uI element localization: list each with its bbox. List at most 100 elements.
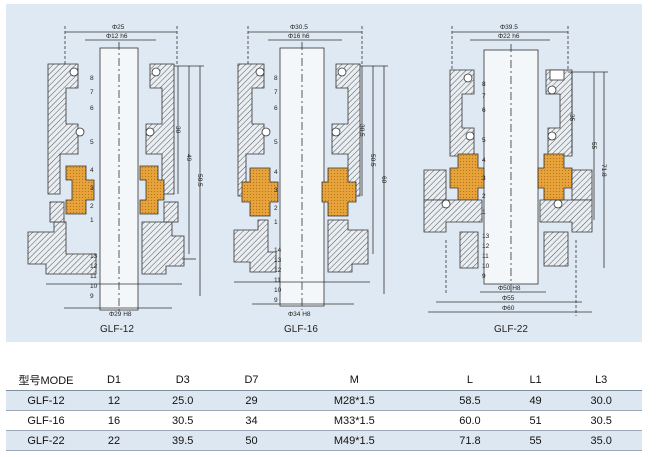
part-number: 4 bbox=[90, 167, 94, 174]
table-cell: 60.0 bbox=[429, 410, 511, 431]
table-cell: 51 bbox=[510, 410, 561, 431]
part-number: 2 bbox=[90, 203, 94, 210]
part-number: 1 bbox=[482, 209, 486, 216]
dim-inner-top-glf-22: Φ22 h6 bbox=[498, 33, 520, 40]
table-cell: 49 bbox=[510, 390, 561, 411]
table-cell: GLF-12 bbox=[6, 390, 86, 411]
drawing-glf-22-labels: Φ39.5 Φ22 h6 Φ50 H8 Φ55 Φ60 35 55 71.8 8… bbox=[482, 24, 607, 312]
part-number: 11 bbox=[274, 277, 281, 284]
table-cell: 71.8 bbox=[429, 430, 511, 451]
part-number: 11 bbox=[90, 273, 97, 280]
part-number: 1 bbox=[90, 217, 94, 224]
col-header-model: 型号MODE bbox=[6, 370, 86, 391]
dim-l3-glf-22: 35 bbox=[568, 114, 575, 122]
dim-l-glf-12: 58.5 bbox=[196, 174, 203, 187]
part-number: 5 bbox=[482, 137, 486, 144]
part-number: 8 bbox=[90, 75, 94, 82]
part-number: 6 bbox=[274, 105, 278, 112]
table-cell: 55 bbox=[510, 430, 561, 451]
drawing-glf-16 bbox=[233, 26, 388, 310]
part-number: 12 bbox=[274, 267, 282, 274]
part-number: 3 bbox=[274, 187, 278, 194]
drawing-glf-22 bbox=[423, 26, 608, 316]
part-number: 7 bbox=[274, 89, 278, 96]
part-numbers-glf-12: 8 7 6 5 4 3 2 1 13 12 11 10 9 bbox=[90, 75, 98, 300]
part-number: 12 bbox=[482, 243, 490, 250]
dim-outer-top-glf-12: Φ25 bbox=[112, 24, 125, 31]
dim-bottom-glf-12: Φ29 H8 bbox=[109, 311, 132, 318]
part-number: 7 bbox=[482, 93, 486, 100]
part-number: 3 bbox=[482, 175, 486, 182]
table-cell: 30.5 bbox=[141, 410, 224, 431]
part-number: 1 bbox=[274, 219, 278, 226]
dim-l1-glf-22: 55 bbox=[590, 142, 597, 150]
dim-bottom-3-glf-22: Φ60 bbox=[502, 305, 515, 312]
part-number: 12 bbox=[90, 263, 98, 270]
table-cell: GLF-22 bbox=[6, 430, 86, 451]
table-cell: 22 bbox=[86, 430, 142, 451]
dim-l-glf-22: 71.8 bbox=[600, 164, 607, 177]
part-number: 13 bbox=[274, 257, 282, 264]
table-row: GLF-16 16 30.5 34 M33*1.5 60.0 51 30.5 bbox=[6, 410, 642, 431]
caption-glf-12: GLF-12 bbox=[100, 324, 134, 335]
dim-l3-glf-16: 30.5 bbox=[358, 124, 365, 137]
dim-outer-top-glf-16: Φ30.5 bbox=[290, 24, 308, 31]
part-number: 10 bbox=[482, 263, 490, 270]
table-row: GLF-22 22 39.5 50 M49*1.5 71.8 55 35.0 bbox=[6, 430, 642, 451]
table-cell: M33*1.5 bbox=[279, 410, 430, 431]
drawings-svg: Φ25 Φ12 h6 Φ29 H8 30 49 58.5 8 7 6 5 4 3… bbox=[27, 24, 608, 318]
dim-l1-glf-12: 49 bbox=[185, 154, 192, 162]
table-cell: M28*1.5 bbox=[279, 390, 430, 411]
table-header-row: 型号MODE D1 D3 D7 M L L1 L3 bbox=[6, 370, 642, 391]
drawing-glf-16-labels: Φ30.5 Φ16 h6 Φ34 H8 30.5 50.5 60 8 7 6 5… bbox=[274, 24, 387, 318]
table-cell: 58.5 bbox=[429, 390, 511, 411]
col-header-l1: L1 bbox=[510, 370, 561, 391]
part-number: 2 bbox=[482, 193, 486, 200]
caption-glf-22: GLF-22 bbox=[494, 324, 528, 335]
drawing-panel: Φ25 Φ12 h6 Φ29 H8 30 49 58.5 8 7 6 5 4 3… bbox=[6, 4, 642, 342]
table-cell: 16 bbox=[86, 410, 142, 431]
part-number: 9 bbox=[482, 273, 486, 280]
table-cell: 12 bbox=[86, 390, 142, 411]
part-number: 10 bbox=[274, 287, 282, 294]
table-row: GLF-12 12 25.0 29 M28*1.5 58.5 49 30.0 bbox=[6, 390, 642, 411]
part-number: 9 bbox=[274, 297, 278, 304]
col-header-d7: D7 bbox=[223, 370, 280, 391]
spec-table: 型号MODE D1 D3 D7 M L L1 L3 GLF-12 12 25.0… bbox=[6, 370, 642, 451]
part-number: 11 bbox=[482, 253, 489, 260]
caption-glf-16: GLF-16 bbox=[284, 324, 318, 335]
dim-bottom-2-glf-22: Φ55 bbox=[502, 295, 515, 302]
col-header-d3: D3 bbox=[141, 370, 224, 391]
part-number: 10 bbox=[90, 283, 98, 290]
table-cell: 34 bbox=[223, 410, 280, 431]
part-number: 7 bbox=[90, 89, 94, 96]
part-number: 4 bbox=[274, 169, 278, 176]
dim-bottom-1-glf-22: Φ50 H8 bbox=[498, 285, 521, 292]
part-number: 5 bbox=[274, 139, 278, 146]
drawing-glf-12-labels: Φ25 Φ12 h6 Φ29 H8 30 49 58.5 8 7 6 5 4 3… bbox=[90, 24, 203, 318]
col-header-l: L bbox=[429, 370, 511, 391]
table-cell: M49*1.5 bbox=[279, 430, 430, 451]
dim-l1-glf-16: 50.5 bbox=[369, 154, 376, 167]
dim-outer-top-glf-22: Φ39.5 bbox=[500, 24, 518, 31]
table-cell: 35.0 bbox=[560, 430, 642, 451]
part-number: 5 bbox=[90, 139, 94, 146]
table-cell: 50 bbox=[223, 430, 280, 451]
col-header-d1: D1 bbox=[86, 370, 142, 391]
table-cell: 29 bbox=[223, 390, 280, 411]
part-number: 4 bbox=[482, 157, 486, 164]
dim-inner-top-glf-16: Φ16 h6 bbox=[288, 33, 310, 40]
col-header-l3: L3 bbox=[560, 370, 642, 391]
part-number: 8 bbox=[274, 75, 278, 82]
part-number: 14 bbox=[274, 247, 282, 254]
part-number: 13 bbox=[90, 253, 98, 260]
drawing-glf-12 bbox=[27, 26, 204, 312]
part-number: 3 bbox=[90, 185, 94, 192]
part-numbers-glf-22: 8 7 6 5 4 3 2 1 13 12 11 10 9 bbox=[482, 81, 490, 280]
part-number: 9 bbox=[90, 293, 94, 300]
dim-l3-glf-12: 30 bbox=[174, 126, 181, 134]
part-number: 2 bbox=[274, 205, 278, 212]
table-cell: 30.0 bbox=[560, 390, 642, 411]
table-cell: GLF-16 bbox=[6, 410, 86, 431]
dim-bottom-glf-16: Φ34 H8 bbox=[288, 311, 311, 318]
